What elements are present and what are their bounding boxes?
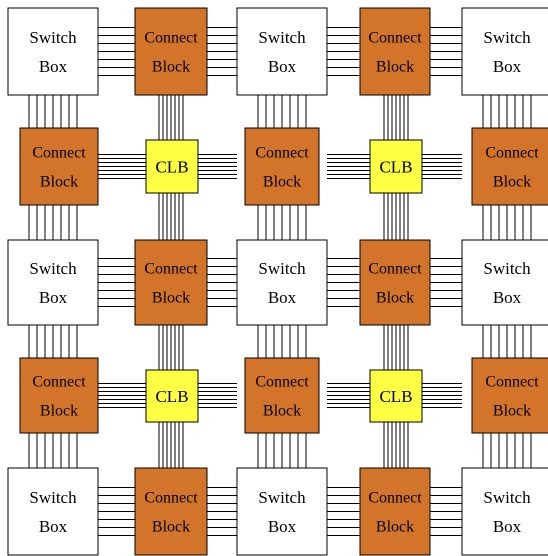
logic-blocks: SwitchBoxSwitchBoxSwitchBoxSwitchBoxSwit… [7, 7, 548, 556]
connect-block-box [471, 127, 548, 206]
clb-box [369, 139, 423, 194]
connect-block-label: Connect [32, 145, 86, 162]
switch-box-label: Box [268, 288, 297, 307]
clb-label: CLB [379, 387, 412, 406]
clb: CLB [145, 369, 199, 423]
connect-block-box [134, 239, 208, 326]
connect-block-label: Block [493, 403, 531, 420]
connect-block-box [471, 357, 548, 434]
connect-block-box [19, 357, 99, 434]
connect-block-box [134, 7, 208, 96]
switch-box-label: Box [39, 288, 68, 307]
clb-label: CLB [155, 157, 188, 176]
connect-block-box [359, 467, 431, 556]
connect-block-label: Block [376, 59, 414, 76]
switch-box-label: Switch [258, 28, 306, 47]
connect-block-label: Block [40, 403, 78, 420]
switch-box-label: Box [268, 57, 297, 76]
switch-box-label: Box [268, 517, 297, 536]
connect-block-label: Connect [255, 374, 309, 391]
switch-box-box [236, 7, 328, 96]
switch-box-box [236, 239, 328, 326]
switch-box-box [7, 239, 99, 326]
switch-box-box [7, 7, 99, 96]
switch-box-label: Switch [29, 28, 77, 47]
clb-label: CLB [155, 387, 188, 406]
connect-block-label: Connect [485, 145, 539, 162]
clb-box [145, 369, 199, 423]
connect-block-label: Connect [144, 490, 198, 507]
clb: CLB [369, 139, 423, 194]
clb-box [145, 139, 199, 194]
connect-block-label: Connect [485, 374, 539, 391]
connect-block-box [244, 127, 320, 206]
switch-box-label: Box [493, 517, 522, 536]
connect-block-label: Connect [368, 30, 422, 47]
connect-block-label: Connect [144, 261, 198, 278]
switch-box-label: Switch [483, 488, 531, 507]
switch-box-label: Switch [483, 259, 531, 278]
clb: CLB [369, 369, 423, 423]
switch-box-label: Switch [258, 259, 306, 278]
connect-block-label: Block [152, 519, 190, 536]
switch-box-box [7, 467, 99, 556]
connect-block-label: Block [376, 519, 414, 536]
connect-block-label: Block [493, 174, 531, 191]
connect-block-box [359, 239, 431, 326]
connect-block-label: Connect [32, 374, 86, 391]
switch-box-label: Box [39, 517, 68, 536]
switch-box-box [461, 7, 548, 96]
switch-box-label: Box [493, 288, 522, 307]
connect-block-label: Block [376, 290, 414, 307]
switch-box-label: Switch [29, 488, 77, 507]
connect-block-label: Block [152, 59, 190, 76]
switch-box-label: Switch [483, 28, 531, 47]
connect-block-box [19, 127, 99, 206]
connect-block-label: Block [40, 174, 78, 191]
connect-block-label: Connect [368, 261, 422, 278]
switch-box-label: Switch [29, 259, 77, 278]
clb-box [369, 369, 423, 423]
connect-block-label: Connect [368, 490, 422, 507]
switch-box-box [461, 239, 548, 326]
connect-block-box [244, 357, 320, 434]
connect-block-label: Connect [255, 145, 309, 162]
connect-block-label: Block [152, 290, 190, 307]
switch-box-box [236, 467, 328, 556]
switch-box-box [461, 467, 548, 556]
connect-block-label: Connect [144, 30, 198, 47]
clb: CLB [145, 139, 199, 194]
connect-block-label: Block [263, 403, 301, 420]
switch-box-label: Switch [258, 488, 306, 507]
connect-block-box [134, 467, 208, 556]
connect-block-box [359, 7, 431, 96]
switch-box-label: Box [493, 57, 522, 76]
connect-block-label: Block [263, 174, 301, 191]
clb-label: CLB [379, 157, 412, 176]
switch-box-label: Box [39, 57, 68, 76]
